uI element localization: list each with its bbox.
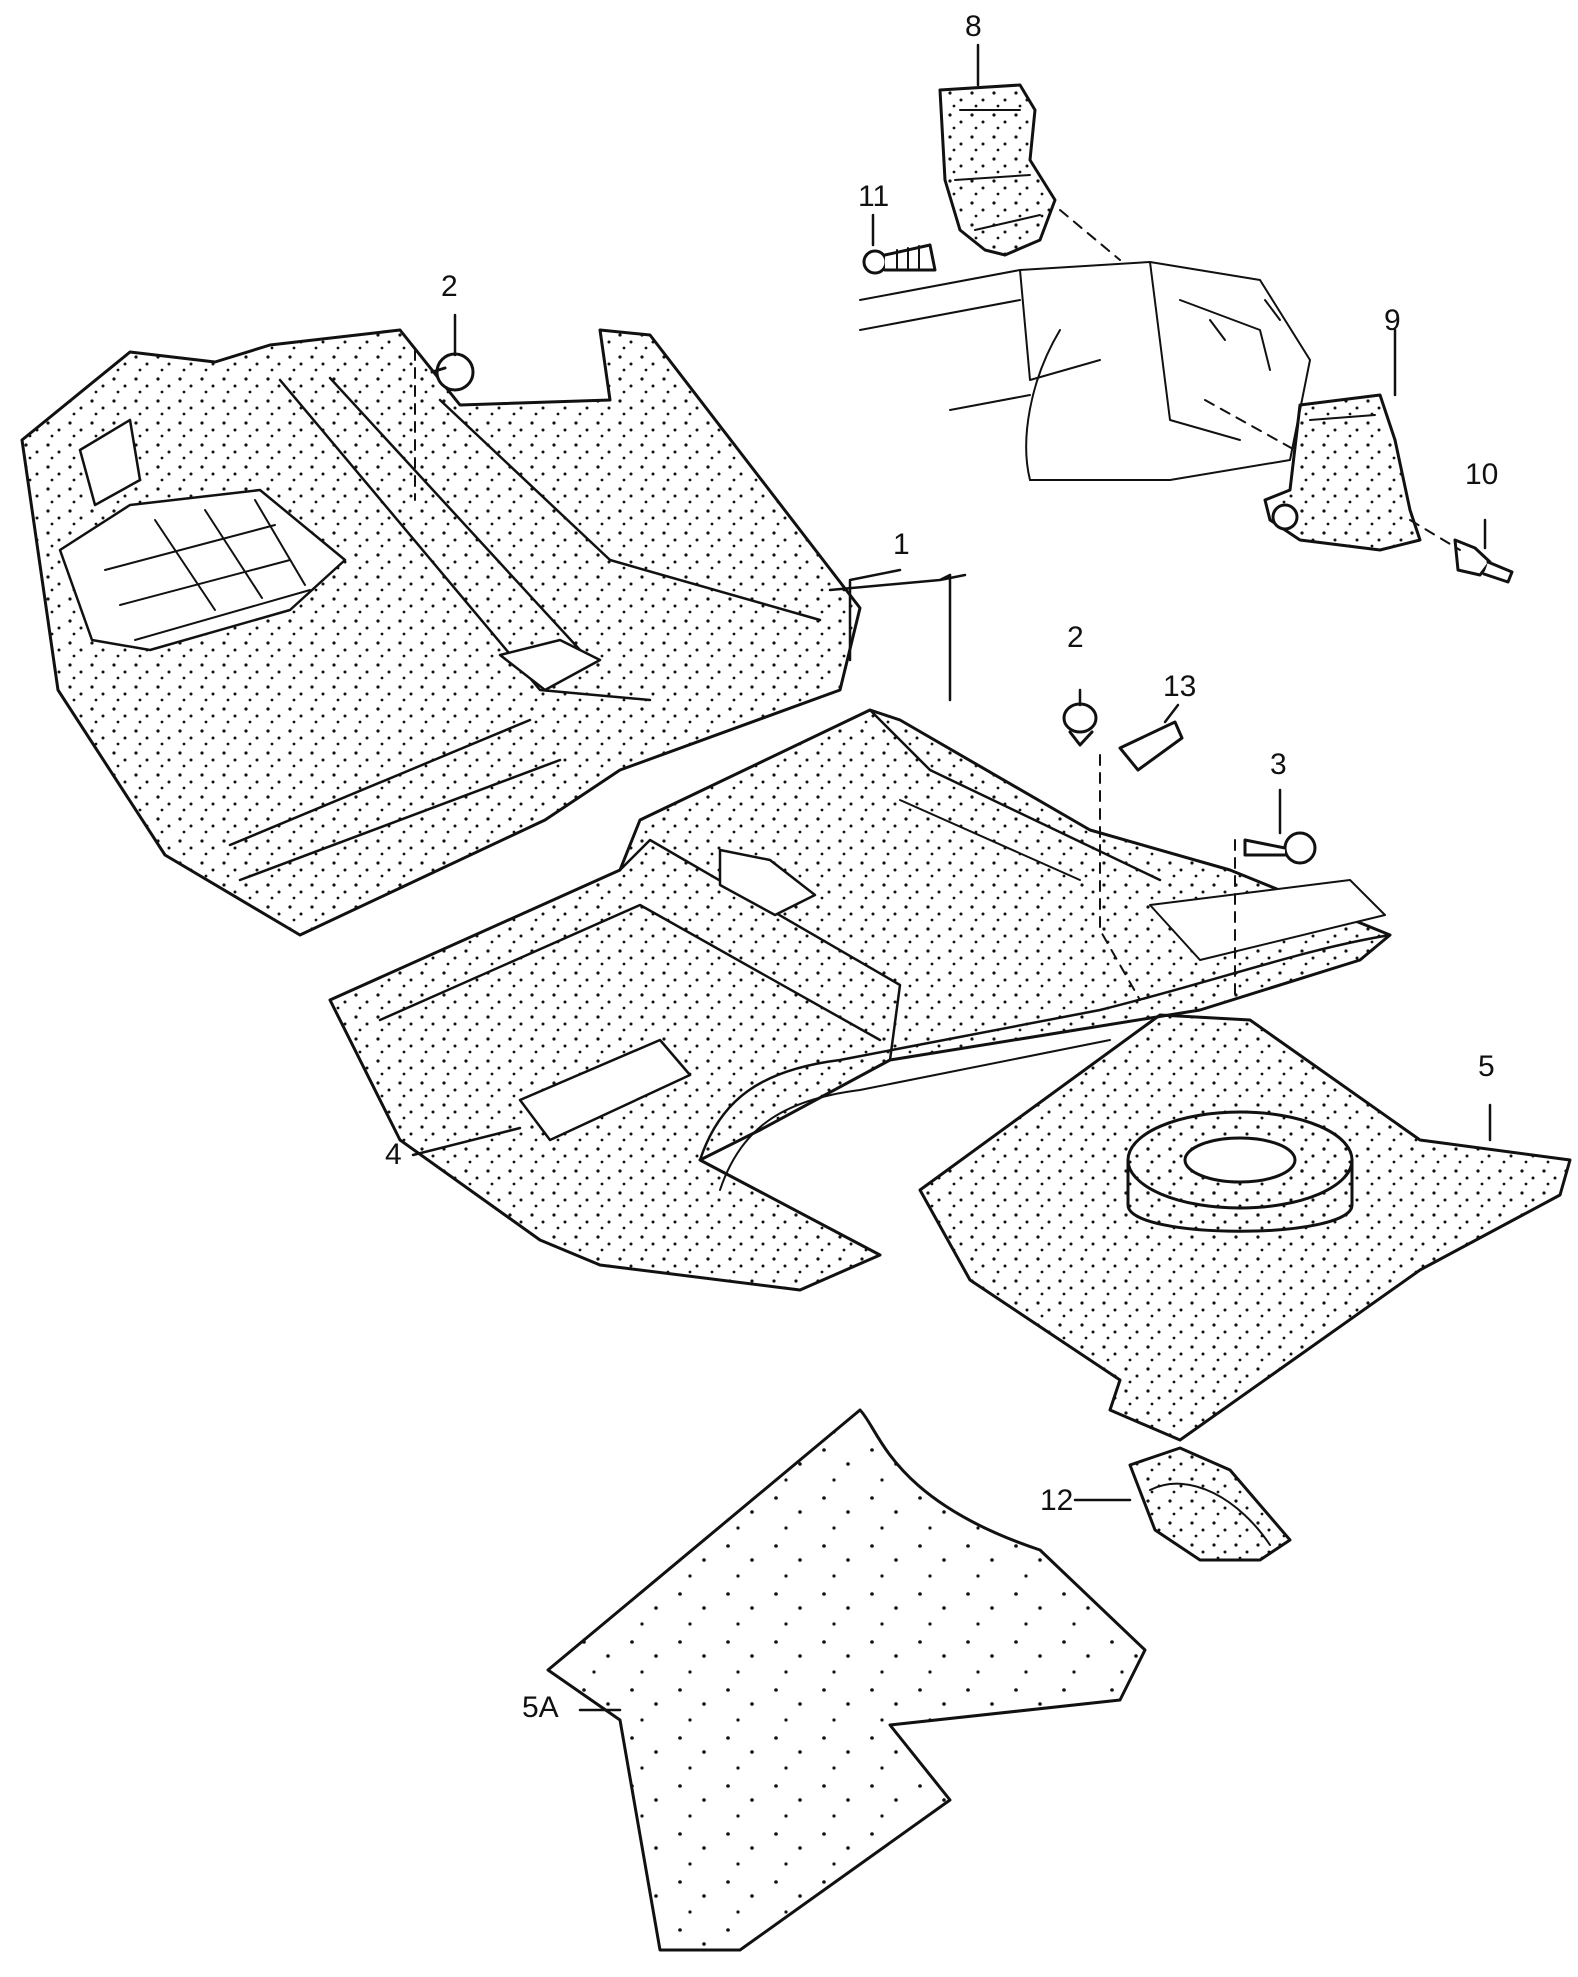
- clip-2-lower-part: [1062, 702, 1098, 747]
- bracket-8-part: [938, 83, 1057, 257]
- callout-12: 12: [1040, 1484, 1074, 1517]
- pad-13-part: [1118, 720, 1184, 772]
- body-shell: [859, 261, 1311, 481]
- front-carpet: [20, 328, 862, 937]
- cover-12-part: [1128, 1446, 1292, 1562]
- callout-5a: 5A: [522, 1691, 559, 1724]
- bracket-9-part: [1263, 393, 1422, 552]
- callout-3: 3: [1270, 748, 1287, 781]
- callout-13: 13: [1163, 670, 1197, 703]
- rear-carpet: [328, 708, 1392, 1292]
- trunk-mat-5a: [546, 1408, 1147, 1952]
- screw-11-part: [862, 243, 937, 275]
- callout-1: 1: [893, 528, 910, 561]
- clip-2-upper-part: [430, 352, 475, 392]
- clip-10-part: [1453, 538, 1514, 584]
- callout-11: 11: [858, 180, 890, 213]
- trunk-mat-5: [918, 1013, 1572, 1442]
- callout-2-lower: 2: [1067, 621, 1084, 654]
- callout-2-upper: 2: [441, 270, 458, 303]
- callout-5: 5: [1478, 1050, 1495, 1083]
- callout-9: 9: [1384, 304, 1401, 337]
- screw-3-part: [1243, 831, 1317, 865]
- callout-4: 4: [385, 1138, 402, 1171]
- callout-10: 10: [1465, 458, 1499, 491]
- dashed-assembly-lines: [414, 209, 1461, 1001]
- leader-lines: [411, 43, 1492, 1712]
- callout-8: 8: [965, 10, 982, 43]
